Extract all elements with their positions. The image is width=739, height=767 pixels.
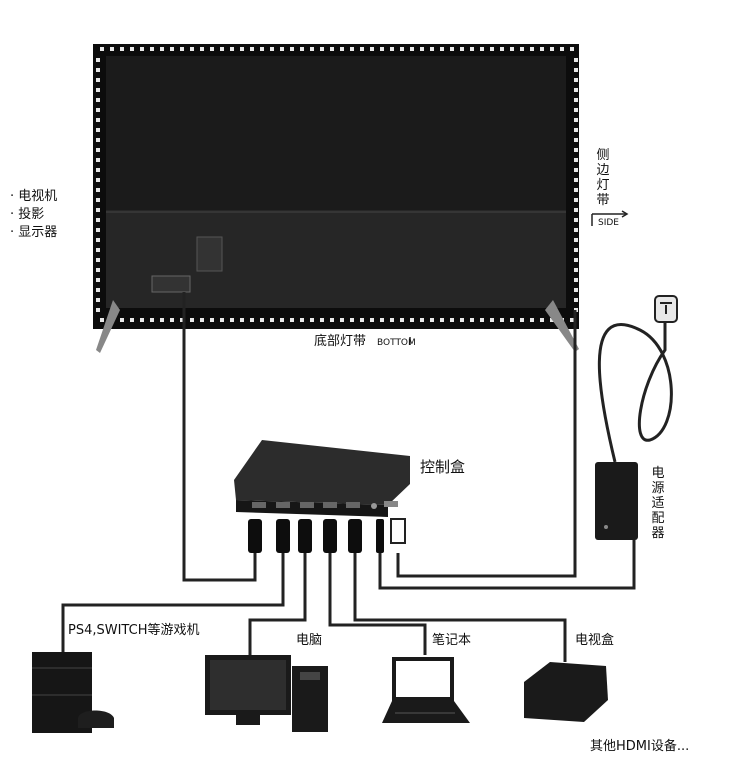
power-adapter	[595, 462, 638, 540]
other-devices-label: 其他HDMI设备...	[590, 739, 690, 754]
bottom-strip-label: 底部灯带	[314, 334, 367, 349]
pc-label: 电脑	[296, 633, 323, 648]
power-adapter-label: 电源适配器	[651, 466, 665, 541]
control-box	[234, 440, 410, 517]
ps4-label: PS4,SWITCH等游戏机	[68, 623, 200, 638]
device-type-item: · 投影	[10, 207, 45, 222]
device-type-item: · 显示器	[10, 225, 58, 240]
side-strip-label: 侧边灯带	[596, 148, 610, 208]
side-arrow-head	[621, 210, 629, 218]
tvbox-label: 电视盒	[575, 633, 615, 648]
tv-back-port-panel	[196, 236, 223, 272]
tv-stand-left	[96, 300, 120, 353]
laptop-label: 笔记本	[432, 633, 472, 648]
tv-stand-right	[545, 300, 579, 352]
cables	[61, 292, 673, 662]
tvbox-cable	[353, 553, 567, 662]
usb-cable	[396, 310, 577, 578]
hdmi-connectors	[248, 518, 406, 553]
tv-hdmi-cable	[182, 292, 257, 582]
tv-box	[524, 662, 608, 722]
power-plug	[654, 295, 678, 323]
ps4-console	[32, 652, 114, 733]
pc-cable	[248, 553, 307, 655]
adapter-cord	[597, 320, 673, 463]
pc	[205, 655, 328, 732]
control-box-label: 控制盒	[420, 458, 466, 476]
device-type-item: · 电视机	[10, 189, 58, 204]
device-type-list: · 电视机 · 投影 · 显示器	[10, 188, 57, 242]
power-cable	[378, 540, 636, 590]
ps4-cable	[61, 553, 285, 655]
laptop	[382, 657, 470, 723]
tv-hdmi-port	[151, 275, 191, 293]
laptop-cable	[328, 553, 427, 655]
side-tag: SIDE	[598, 218, 619, 228]
bottom-tag: BOTTOM	[377, 338, 416, 348]
